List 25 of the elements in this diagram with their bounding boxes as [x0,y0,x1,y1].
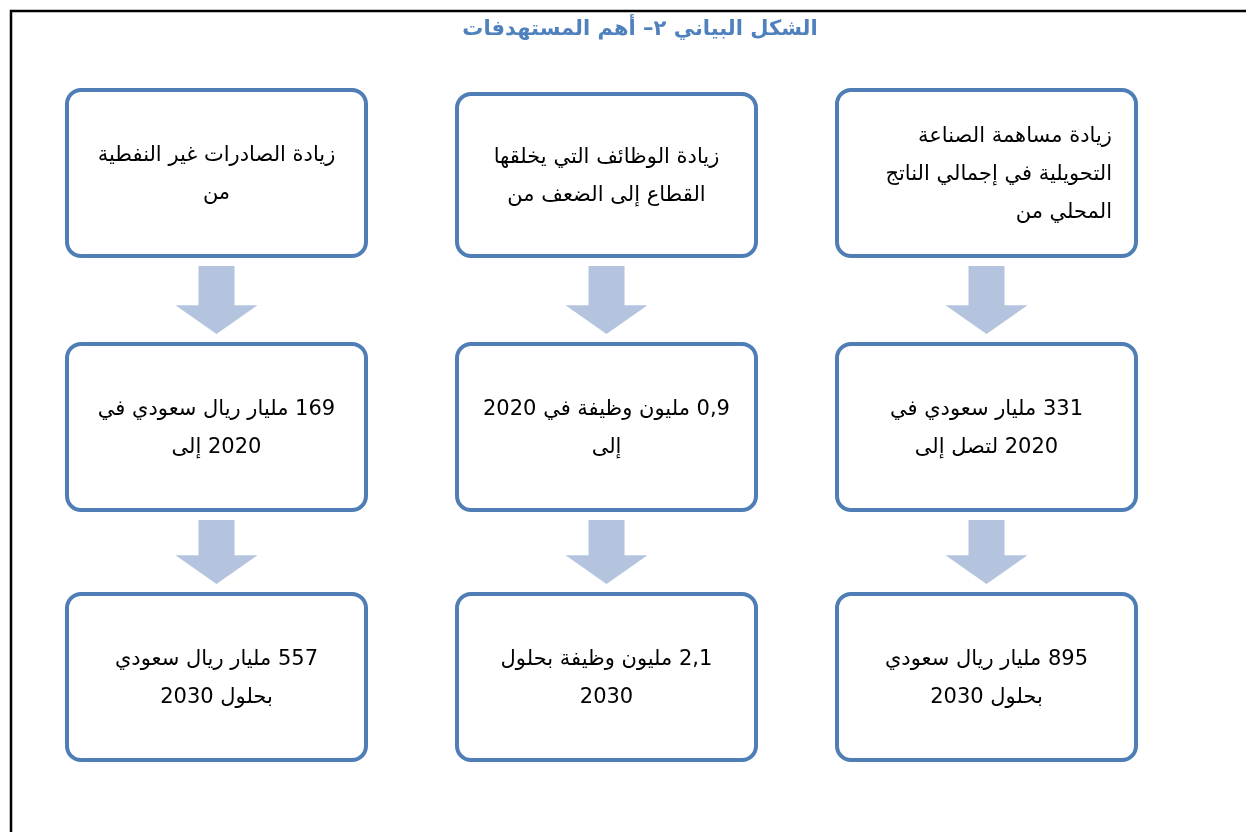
text-box [835,88,1138,258]
box-text: 557 مليار ريال سعودي بحلول 2030 [113,645,320,710]
block-arrow [565,266,648,334]
block-arrow [945,266,1028,334]
box-text: 169 مليار ريال سعودي في 2020 إلى [96,395,337,461]
block-arrow [175,266,258,334]
box-text: زيادة الصادرات غير النفطية من [96,141,337,206]
box-text: 331 مليار سعودي في 2020 لتصل إلى [888,395,1085,461]
text-box [455,342,758,512]
box-text: زيادة مساهمة الصناعة التحويلية في إجمالي الناتج المحلي من [884,122,1112,225]
box-text: 895 مليار ريال سعودي بحلول 2030 [883,645,1090,710]
block-arrow [565,520,648,584]
text-box [835,592,1138,762]
title: الشكل البياني ٢– أهم المستهدفات [461,16,819,40]
text-box [65,342,368,512]
text-box [65,88,368,258]
block-arrow [945,520,1028,584]
text-box [65,592,368,762]
box-text: 0,9 مليون وظيفة في 2020 إلى [482,395,731,461]
block-arrow [175,520,258,584]
text-box [455,92,758,258]
text-box [835,342,1138,512]
box-text: 2,1 مليون وظيفة بحلول 2030 [499,645,714,710]
text-box [455,592,758,762]
box-text: زيادة الوظائف التي يخلقها القطاع إلى الضعف من [492,143,721,209]
